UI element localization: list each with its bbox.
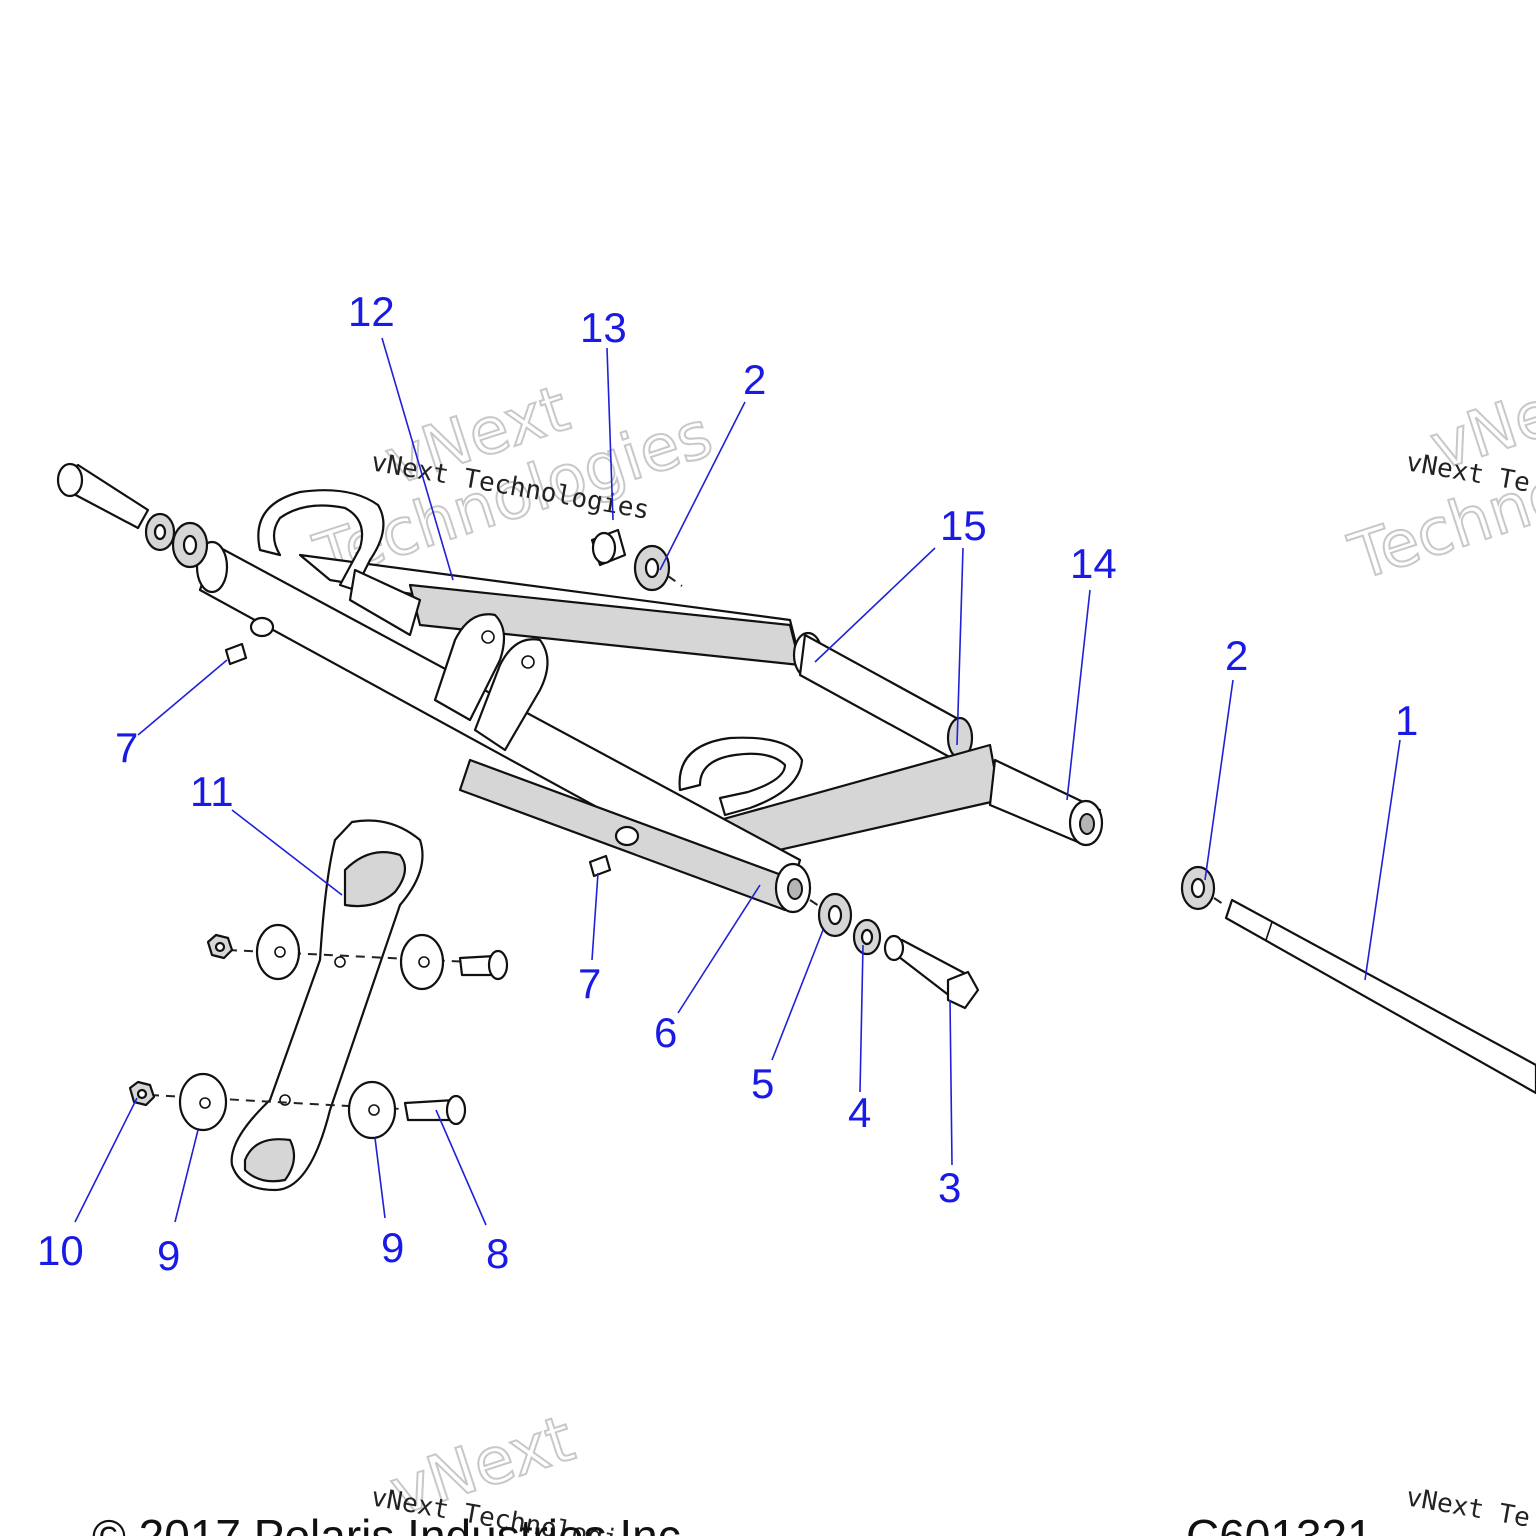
upper-washer-hole — [644, 557, 660, 579]
footer: © 2017 Polaris Industries Inc. C601321 — [92, 1510, 1373, 1536]
lower-nut — [128, 1080, 156, 1107]
leader-lines — [74, 337, 1401, 1226]
callout-12: 12 — [348, 288, 395, 335]
front-handle-arm — [348, 568, 422, 637]
front-bolt-set — [56, 462, 209, 569]
lower-washer-right — [347, 1080, 397, 1140]
rod — [1224, 898, 1536, 1095]
rear-washer-small-hole — [860, 928, 874, 946]
front-washer-large-hole — [182, 534, 198, 556]
callout-8: 8 — [486, 1230, 509, 1277]
main-long-tube-bore — [787, 878, 803, 900]
mount-bracket-left — [433, 613, 506, 722]
upper-washer-right — [399, 933, 445, 991]
upper-nut — [206, 933, 234, 960]
upper-washer-left — [255, 923, 301, 981]
callout-1: 1 — [1395, 697, 1418, 744]
callout-11: 11 — [190, 768, 234, 815]
bushing-set — [590, 528, 683, 592]
rear-bolt-set — [809, 892, 980, 1010]
callout-5: 5 — [751, 1060, 774, 1107]
link-arm-upper-hole — [343, 851, 407, 908]
callout-6: 6 — [654, 1009, 677, 1056]
lower-washer-left — [178, 1072, 228, 1132]
rear-washer-large-hole — [827, 904, 843, 926]
rod-set — [1180, 865, 1536, 1095]
callout-14: 14 — [1070, 540, 1117, 587]
front-bolt-head — [56, 462, 84, 498]
mount-bracket-right-hole — [521, 655, 535, 669]
callout-10: 10 — [37, 1227, 84, 1274]
link-arm-lower-loop — [243, 1138, 296, 1183]
callout-2-rod: 2 — [1225, 632, 1248, 679]
front-washer-small-hole — [153, 523, 167, 541]
callout-13: 13 — [580, 304, 627, 351]
callout-15: 15 — [940, 502, 987, 549]
copyright-text: © 2017 Polaris Industries Inc. — [92, 1510, 694, 1536]
callout-labels: 1 2 2 3 4 5 6 7 7 8 9 9 10 11 12 13 14 1… — [37, 288, 1418, 1279]
bushing-face — [591, 531, 617, 565]
rod-washer-hole — [1190, 877, 1206, 899]
upper-pin — [458, 949, 509, 981]
rear-bolt-head — [946, 970, 980, 1010]
frame-assembly — [195, 489, 1104, 914]
grease-fitting-upper — [224, 616, 275, 666]
mount-bracket-right — [473, 638, 549, 752]
rear-bolt-tip — [883, 934, 905, 962]
drawing-number: C601321 — [1186, 1510, 1373, 1536]
link-arm — [230, 819, 424, 1192]
callout-4: 4 — [848, 1089, 871, 1136]
grease-fitting-lower — [588, 825, 640, 878]
callout-7-upper: 7 — [115, 724, 138, 771]
callout-7-lower: 7 — [578, 960, 601, 1007]
callout-2-upper: 2 — [743, 356, 766, 403]
callout-9-right: 9 — [381, 1224, 404, 1271]
lower-pin — [403, 1094, 467, 1126]
mount-bracket-left-hole — [481, 630, 495, 644]
rear-handle-loop — [678, 736, 804, 817]
callout-3: 3 — [938, 1164, 961, 1211]
callout-9-left: 9 — [157, 1232, 180, 1279]
rear-end-tube-bore — [1079, 813, 1095, 835]
watermark-bottom-right-line: vNext Te — [1404, 1482, 1533, 1533]
